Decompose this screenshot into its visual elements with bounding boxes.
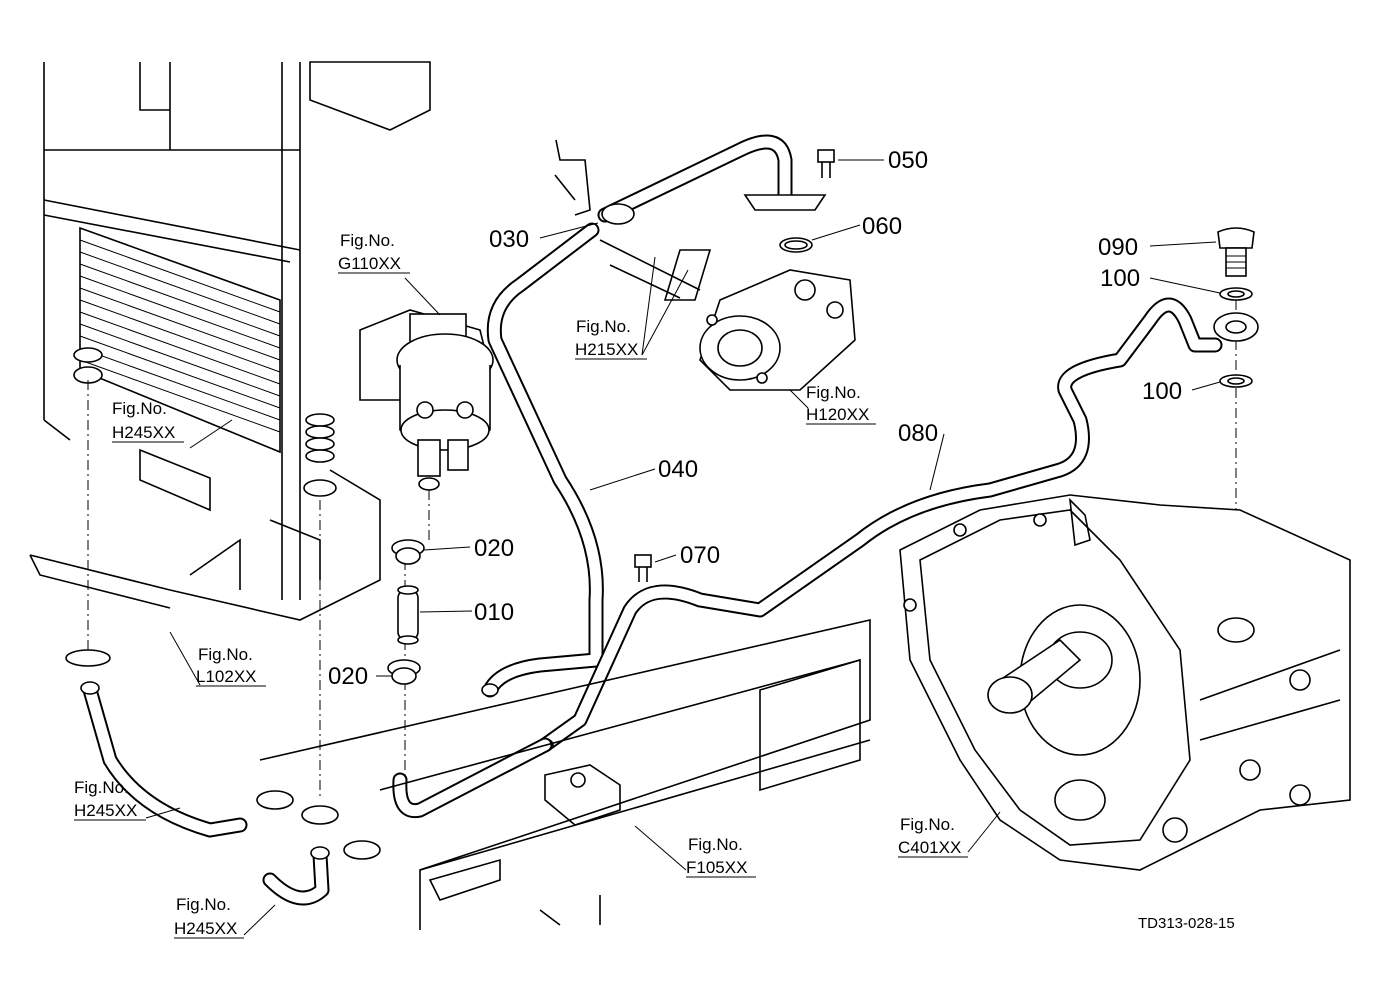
svg-text:C401XX: C401XX (898, 838, 961, 857)
frame-rail (259, 618, 871, 930)
hose-010 (397, 585, 419, 645)
svg-text:Fig.No.: Fig.No. (806, 383, 861, 402)
hydraulic-pump (699, 269, 856, 391)
lower-hose-left (65, 649, 339, 838)
part-label-020-upper: 020 (474, 535, 514, 562)
o-ring-060 (779, 237, 813, 253)
svg-text:G110XX: G110XX (338, 254, 401, 273)
svg-text:H245XX: H245XX (174, 919, 237, 938)
transmission-housing (899, 494, 1351, 871)
part-label-080: 080 (898, 420, 938, 447)
fig-ref-h120: Fig.No. H120XX (806, 383, 876, 425)
oil-cooler (73, 226, 281, 454)
part-label-050: 050 (888, 147, 928, 174)
svg-text:Fig.No.: Fig.No. (688, 835, 743, 854)
part-label-010: 010 (474, 599, 514, 626)
svg-text:Fig.No.: Fig.No. (576, 317, 631, 336)
radiator-assembly (29, 61, 431, 800)
hose-clamp-020-upper (391, 539, 425, 565)
svg-text:Fig.No.: Fig.No. (176, 895, 231, 914)
hose-clamp-020-lower (387, 659, 421, 685)
fig-ref-f105: Fig.No. F105XX (686, 835, 756, 878)
fig-ref-g110: Fig.No. G110XX (338, 231, 410, 274)
svg-text:H245XX: H245XX (74, 801, 137, 820)
svg-text:Fig.No.: Fig.No. (340, 231, 395, 250)
svg-text:Fig.No.: Fig.No. (198, 645, 253, 664)
fig-ref-c401: Fig.No. C401XX (898, 815, 968, 858)
washer-100-lower (1219, 374, 1253, 388)
diagram-code: TD313-028-15 (1138, 915, 1235, 932)
steering-motor (359, 309, 494, 780)
part-label-040: 040 (658, 456, 698, 483)
part-label-100-upper: 100 (1100, 265, 1140, 292)
svg-text:Fig.No.: Fig.No. (112, 399, 167, 418)
lower-hose-right (262, 840, 381, 906)
leader-lines (145, 159, 1221, 936)
fig-ref-h245-left: Fig.No. H245XX (74, 778, 146, 821)
fig-ref-h245-bottom: Fig.No. H245XX (174, 895, 244, 939)
svg-text:Fig.No.: Fig.No. (900, 815, 955, 834)
svg-text:L102XX: L102XX (196, 667, 257, 686)
pipe-030 (554, 134, 827, 301)
part-label-030: 030 (489, 226, 529, 253)
part-label-060: 060 (862, 213, 902, 240)
svg-text:Fig.No.: Fig.No. (74, 778, 129, 797)
part-labels: 010 020 020 030 040 050 060 070 080 090 … (328, 147, 1182, 690)
cooler-mount (303, 413, 337, 497)
figure-references: Fig.No. G110XX Fig.No. H215XX Fig.No. H1… (74, 231, 968, 939)
svg-text:F105XX: F105XX (686, 858, 747, 877)
pipe-040 (481, 222, 604, 698)
fig-ref-l102: Fig.No. L102XX (196, 645, 266, 687)
washer-100-upper (1219, 287, 1253, 301)
svg-text:H120XX: H120XX (806, 405, 869, 424)
part-label-070: 070 (680, 542, 720, 569)
bolt-090 (1217, 227, 1255, 277)
part-label-100-lower: 100 (1142, 378, 1182, 405)
svg-text:H245XX: H245XX (112, 423, 175, 442)
part-label-090: 090 (1098, 234, 1138, 261)
bolt-070 (634, 554, 652, 582)
pipe-080 (536, 297, 1259, 753)
part-label-020-lower: 020 (328, 663, 368, 690)
fig-ref-h215: Fig.No. H215XX (575, 317, 647, 360)
bolt-050 (817, 149, 835, 178)
svg-text:H215XX: H215XX (575, 340, 638, 359)
fig-ref-h245-upper: Fig.No. H245XX (112, 399, 184, 443)
